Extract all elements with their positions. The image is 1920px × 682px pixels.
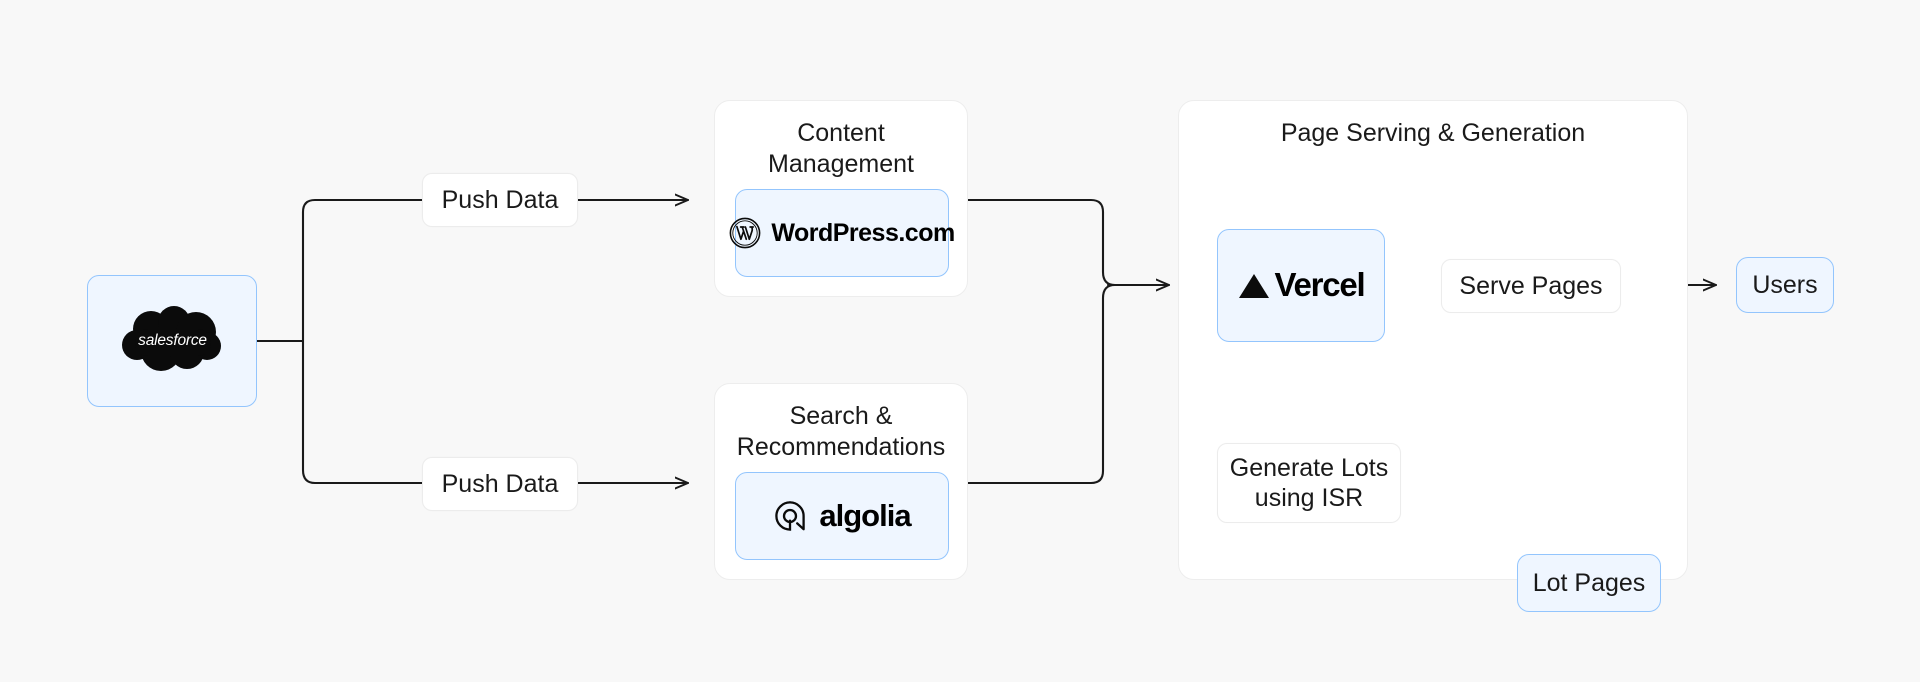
wordpress-logo: WordPress.com (729, 217, 955, 249)
node-lot-pages[interactable]: Lot Pages (1517, 554, 1661, 612)
group-content-management: Content Management WordPress.com (714, 100, 968, 297)
node-wordpress[interactable]: WordPress.com (729, 189, 955, 277)
node-users[interactable]: Users (1736, 257, 1834, 313)
group-page-serving-title: Page Serving & Generation (1179, 118, 1687, 149)
wordpress-label: WordPress.com (771, 218, 955, 247)
generate-lots-label-line1: Generate Lots (1229, 453, 1389, 482)
edge-label-push-data-bottom[interactable]: Push Data (422, 457, 578, 511)
group-content-management-title-line2: Management (768, 149, 914, 178)
group-search-recommendations-title-line1: Search & (789, 402, 893, 430)
node-algolia[interactable]: algolia (735, 472, 949, 560)
edge-salesforce-to-push-bottom (301, 339, 424, 485)
group-content-management-title: Content Management (715, 118, 967, 179)
edge-content-to-merge (966, 198, 1117, 287)
group-page-serving-generation: Page Serving & Generation Vercel Serve P… (1178, 100, 1688, 612)
vercel-triangle-logo: Vercel (1237, 265, 1366, 305)
vercel-label: Vercel (1274, 266, 1365, 304)
svg-text:salesforce: salesforce (138, 332, 207, 349)
node-vercel[interactable]: Vercel (1217, 229, 1385, 342)
group-content-management-title-line1: Content (797, 119, 885, 147)
node-generate-lots-using-isr[interactable]: Generate Lots using ISR (1217, 443, 1401, 523)
edge-salesforce-to-push-top (301, 198, 424, 343)
node-serve-pages[interactable]: Serve Pages (1441, 259, 1621, 313)
algolia-logo: algolia (773, 497, 912, 535)
group-search-recommendations-title: Search & Recommendations (715, 401, 967, 462)
serve-pages-label: Serve Pages (1459, 271, 1603, 300)
edge-label-push-data-top[interactable]: Push Data (422, 173, 578, 227)
push-data-top-label: Push Data (441, 185, 559, 214)
group-search-recommendations: Search & Recommendations algolia (714, 383, 968, 580)
group-search-recommendations-title-line2: Recommendations (736, 432, 946, 461)
generate-lots-label-line2: using ISR (1254, 484, 1364, 512)
salesforce-cloud-logo: salesforce (121, 305, 224, 377)
node-salesforce[interactable]: salesforce (87, 275, 257, 407)
edge-search-to-merge (966, 283, 1117, 485)
push-data-bottom-label: Push Data (441, 469, 559, 498)
lot-pages-label: Lot Pages (1532, 568, 1646, 597)
group-page-serving-title-text: Page Serving & Generation (1280, 119, 1586, 147)
algolia-label: algolia (819, 498, 911, 534)
users-label: Users (1752, 270, 1818, 299)
